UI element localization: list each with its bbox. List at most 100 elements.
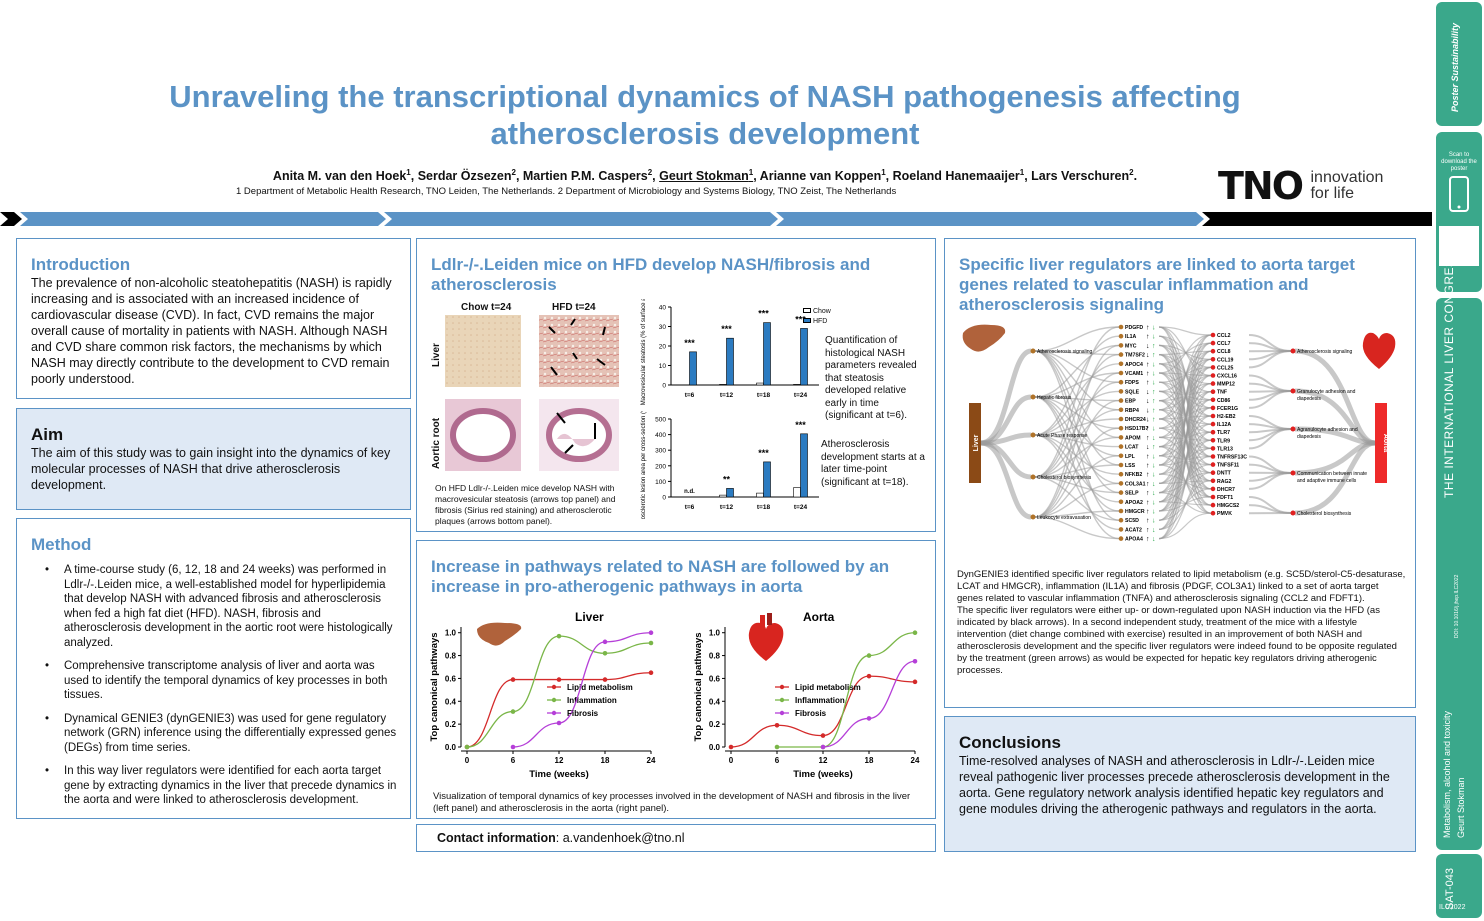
presenter-text: Geurt Stokman [1456,777,1466,838]
link [1158,326,1212,336]
introduction-panel: Introduction The prevalence of non-alcoh… [16,238,411,399]
link [1158,334,1212,374]
y-tick-label: 0 [662,495,666,502]
data-point [866,653,872,658]
link [1034,434,1120,531]
list-item: Dynamical GENIE3 (dynGENIE3) was used fo… [31,712,400,756]
data-point [510,677,516,682]
aim-heading: Aim [31,425,64,444]
link [1158,472,1212,540]
data-point [648,630,654,636]
liver-icon [477,622,522,646]
contact-email[interactable]: : a.vandenhoek@tno.nl [555,831,685,845]
y-tick-label: 0.0 [445,743,457,752]
author-name: Roeland Hanemaaijer1 [892,168,1025,184]
target-label: CCL19 [1217,357,1234,363]
regulation-arrow-icon: ↓ [1146,407,1150,414]
chart-legend: Chow HFD [803,307,831,327]
process-node [1290,426,1296,432]
author-affiliation-number: 2 [511,168,516,177]
regulation-arrow-icon: ↑ [1146,371,1150,378]
treatment-arrow-icon: ↓ [1152,490,1156,497]
qr-code[interactable] [1439,226,1479,266]
data-point [728,744,734,750]
target-node [1210,462,1216,467]
x-tick-label: 24 [647,756,656,765]
target-node [1210,381,1216,386]
data-point [648,640,654,646]
liver-node [969,403,981,483]
x-tick-label: 18 [865,756,874,765]
regulation-arrow-icon: ↓ [1146,389,1150,396]
regulator-label: DHCR24 [1125,417,1146,423]
method-heading: Method [31,535,92,554]
target-node [1210,486,1216,492]
process-label: Atherosclerosis signaling [1037,349,1093,355]
regulator-label: APOM [1125,435,1141,441]
y-tick-label: 300 [655,448,666,455]
regulator-label: COL3A1 [1125,481,1146,487]
conclusions-panel: Conclusions Time-resolved analyses of NA… [944,716,1416,852]
regulator-node [1118,352,1124,357]
target-label: TNF [1217,390,1227,396]
process-node [1030,474,1036,480]
conclusions-text: Time-resolved analyses of NASH and ather… [959,754,1390,816]
legend-label: Inflammation [567,696,617,705]
data-point [556,677,562,682]
bar-hfd [800,433,808,498]
data-point [866,673,872,679]
regulator-node [1118,389,1124,394]
network-description: DynGENIE3 identified specific liver regu… [957,569,1406,676]
link [1294,440,1376,516]
phone-icon [1449,176,1469,212]
x-tick-label: 12 [555,756,564,765]
data-point [602,677,608,682]
author-name: Martien P.M. Caspers2 [522,168,653,184]
y-tick-label: 10 [659,363,667,370]
link [1248,350,1292,369]
link [1034,326,1120,352]
row-label-aorta: Aortic root [431,417,442,469]
author-affiliation-number: 2 [647,168,653,177]
treatment-arrow-icon: ↑ [1152,417,1156,424]
legend-marker [551,697,557,703]
link [1034,344,1120,518]
treatment-arrow-icon: ↓ [1152,527,1156,534]
aim-panel: Aim The aim of this study was to gain in… [16,408,411,510]
link [1034,464,1120,478]
x-tick-label: 18 [601,756,610,765]
treatment-arrow-icon: ↓ [1152,536,1156,543]
target-node [1210,510,1216,516]
link [1034,434,1120,448]
significance-label: n.d. [684,489,695,495]
steatosis-note: Quantification of histological NASH para… [825,335,917,421]
target-node [1210,373,1216,378]
regulator-label: ACAT2 [1125,527,1142,533]
y-tick-label: 20 [659,344,667,351]
regulator-label: LSS [1125,463,1136,469]
link [1034,372,1120,518]
regulator-label: HMGCR [1125,509,1145,515]
target-label: MMP12 [1217,382,1235,388]
introduction-heading: Introduction [31,255,131,274]
legend-marker [779,710,785,716]
target-node [1210,429,1216,435]
regulator-node [1118,536,1124,541]
method-panel: Method A time-course study (6, 12, 18 an… [16,518,411,819]
regulation-arrow-icon: ↑ [1146,435,1150,442]
x-axis-label: Time (weeks) [529,769,589,780]
target-label: CXCL16 [1217,374,1237,380]
treatment-arrow-icon: ↑ [1152,352,1156,359]
data-point [820,744,826,750]
regulator-label: APOA4 [1125,537,1143,543]
target-label: HMGCS2 [1217,503,1239,509]
bar-hfd [800,328,808,386]
data-point [820,733,826,738]
congress-sidebar: Poster Sustainability Scan to download t… [1436,0,1484,921]
regulation-arrow-icon: ↑ [1146,472,1150,479]
target-node [1210,413,1216,419]
logo-wordmark: TNO [1218,164,1304,208]
